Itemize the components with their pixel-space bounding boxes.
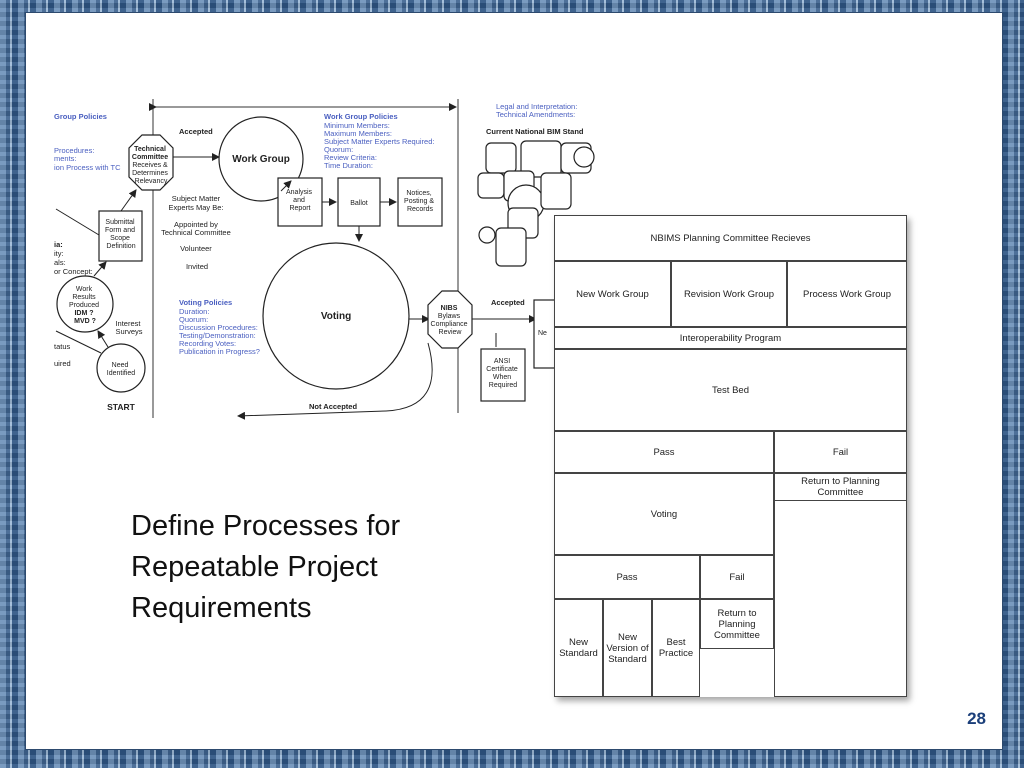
interest-surveys-text: Interest Surveys — [115, 319, 142, 336]
standards-cluster — [477, 140, 595, 267]
voting-circle — [262, 242, 410, 390]
planning-committee-table: NBIMS Planning Committee Recieves New Wo… — [554, 215, 907, 697]
pass-cell-1: Pass — [554, 431, 774, 473]
work-results-circle — [56, 275, 114, 333]
nibs-text: NIBS Bylaws Compliance Review — [431, 305, 470, 336]
status-label: tatus — [54, 342, 71, 351]
new-work-group-cell: New Work Group — [554, 261, 671, 327]
return-planning-cell-1: Return to Planning Committee — [774, 473, 907, 501]
ia-label: ia: — [54, 240, 63, 249]
arrow-need-results — [97, 330, 109, 348]
interoperability-cell: Interoperability Program — [554, 327, 907, 349]
current-standard-label: Current National BIM Stand — [486, 127, 584, 136]
ballot-box — [337, 177, 381, 227]
ansi-box — [480, 348, 526, 402]
or-concept-label: or Concept: — [54, 267, 93, 276]
pass-cell-2: Pass — [554, 555, 700, 599]
als-label: als: — [54, 258, 66, 267]
test-bed-cell: Test Bed — [554, 349, 907, 431]
slide-caption: Define Processes for Repeatable Project … — [131, 506, 511, 629]
table-header-cell: NBIMS Planning Committee Recieves — [554, 215, 907, 261]
not-accepted-label: Not Accepted — [309, 402, 357, 411]
need-identified-text: Need Identified — [107, 362, 136, 377]
line-left-need — [55, 330, 102, 354]
nibs-octagon — [427, 290, 473, 349]
analysis-text: Analysis and Report — [286, 189, 314, 212]
arrow-wg-analysis — [280, 180, 292, 192]
page-number: 28 — [967, 709, 986, 728]
technical-committee-text: Technical Committee Receives & Determine… — [132, 146, 170, 185]
slide-canvas: Group Policies Procedures: ments: ion Pr… — [25, 12, 1003, 750]
fail-cell-1: Fail — [774, 431, 907, 473]
sme-text: Subject Matter Experts May Be: Appointed… — [161, 194, 233, 271]
line-left-submittal — [55, 208, 100, 236]
caption-line-3: Requirements — [131, 592, 312, 624]
fail-cell-2: Fail — [700, 555, 774, 599]
voting-label: Voting — [321, 311, 351, 322]
voting-cell: Voting — [554, 473, 774, 555]
ansi-text: ANSI Certificate When Required — [486, 358, 519, 389]
blank-cell-right — [774, 501, 907, 697]
process-flow-diagram: Group Policies Procedures: ments: ion Pr… — [54, 99, 595, 420]
arrow-submittal-tc — [120, 189, 137, 212]
notices-text: Notices, Posting & Records — [404, 190, 436, 213]
work-group-policies-items: Minimum Members: Maximum Members: Subjec… — [324, 121, 437, 170]
caption-line-2: Repeatable Project — [131, 551, 378, 583]
submittal-text: Submittal Form and Scope Definition — [105, 219, 137, 250]
submittal-box — [98, 210, 143, 262]
accepted-top-label: Accepted — [179, 127, 213, 136]
ne-label: Ne — [538, 330, 547, 337]
accepted-right-label: Accepted — [491, 298, 525, 307]
notices-box — [397, 177, 443, 227]
group-policies-label: Group Policies — [54, 112, 107, 121]
start-label: START — [107, 402, 136, 412]
work-group-policies-title: Work Group Policies — [324, 112, 398, 121]
legal-text: Legal and Interpretation: Technical Amen… — [496, 102, 579, 119]
voting-policies-items: Duration: Quorum: Discussion Procedures:… — [179, 307, 260, 356]
process-work-group-cell: Process Work Group — [787, 261, 907, 327]
work-results-text: Work Results Produced IDM ? MVD ? — [69, 286, 101, 325]
arrow-results-submittal — [93, 261, 107, 277]
ity-label: ity: — [54, 249, 64, 258]
ion-process-label: ion Process with TC — [54, 163, 121, 172]
uired-label: uired — [54, 359, 71, 368]
technical-committee-octagon — [128, 134, 174, 191]
ballot-text: Ballot — [350, 200, 368, 207]
ments-label: ments: — [54, 154, 77, 163]
work-group-label: Work Group — [232, 154, 290, 165]
not-accepted-arrow — [237, 342, 433, 420]
revision-work-group-cell: Revision Work Group — [671, 261, 787, 327]
caption-line-1: Define Processes for — [131, 510, 401, 542]
procedures-label: Procedures: — [54, 146, 94, 155]
voting-policies-title: Voting Policies — [179, 298, 232, 307]
need-identified-circle — [96, 343, 146, 393]
